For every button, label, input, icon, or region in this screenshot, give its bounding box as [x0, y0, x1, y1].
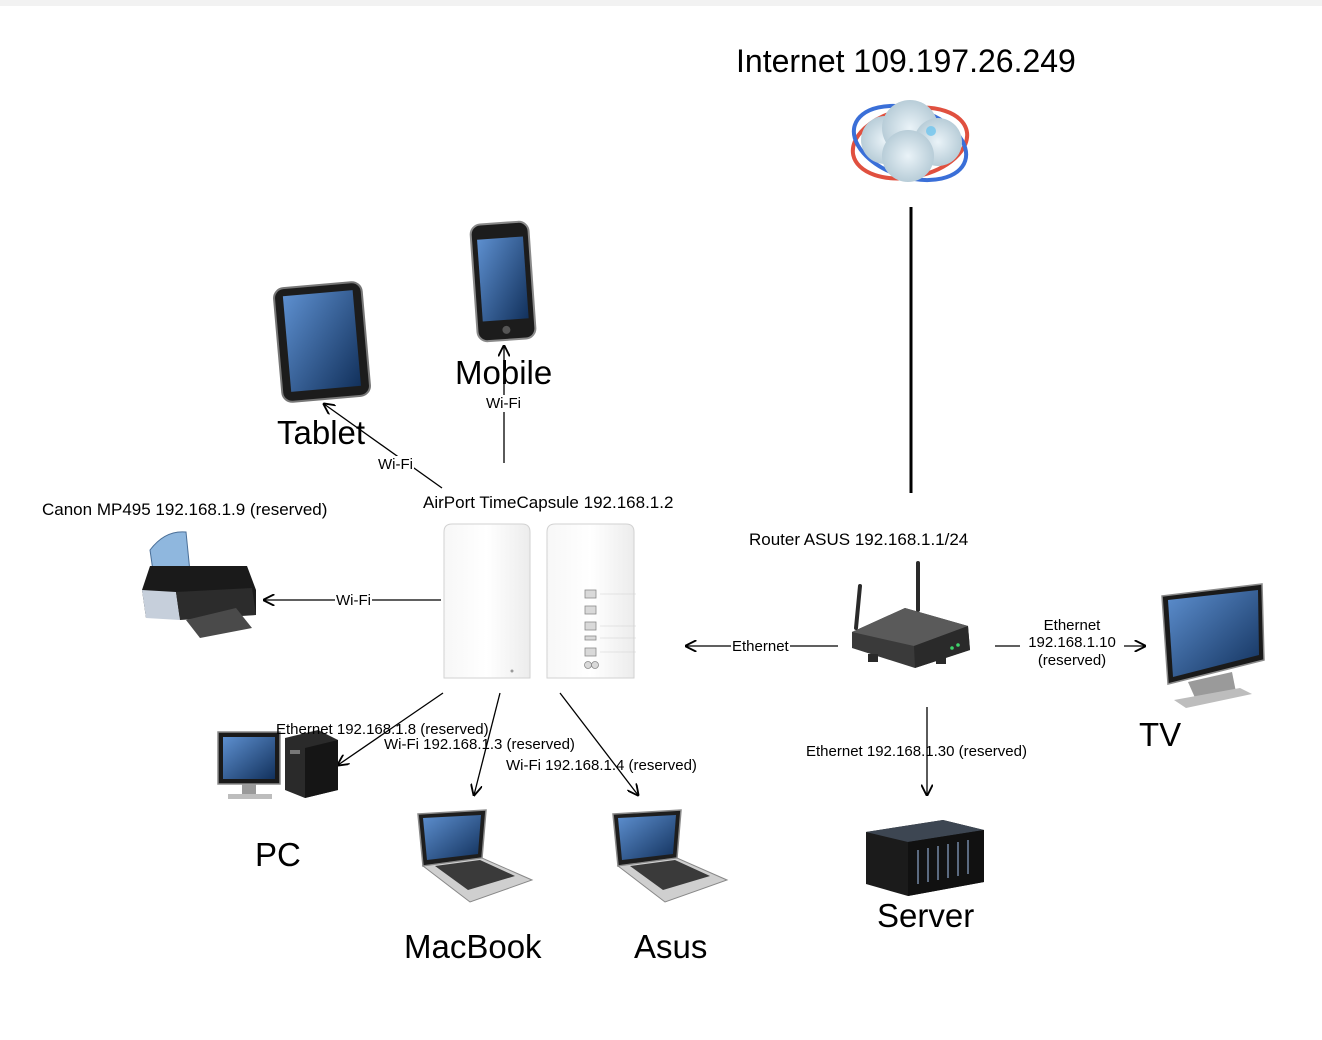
- edge-label-router-airport: Ethernet: [731, 638, 790, 656]
- airport-label: AirPort TimeCapsule 192.168.1.2: [423, 493, 674, 512]
- pc-label: PC: [255, 836, 301, 873]
- edge-label-router-tv-line3: (reserved): [1037, 651, 1107, 669]
- server-icon: [866, 820, 984, 896]
- router-label: Router ASUS 192.168.1.1/24: [749, 530, 969, 549]
- tablet-icon: [273, 281, 371, 403]
- edge-label-router-tv-line1: Ethernet: [1043, 617, 1101, 634]
- edge-airport-asus: [559, 692, 638, 795]
- edge-label-airport-macbook: Wi-Fi 192.168.1.3 (reserved): [384, 736, 575, 753]
- laptop-icon: [612, 809, 729, 903]
- macbook-label: MacBook: [404, 928, 542, 965]
- edge-label-airport-tablet: Wi-Fi: [377, 456, 414, 474]
- edge-label-airport-pc: Ethernet 192.168.1.8 (reserved): [276, 721, 489, 738]
- top-edge: [0, 0, 1322, 6]
- tablet-label: Tablet: [277, 414, 366, 451]
- internet-label: Internet 109.197.26.249: [736, 43, 1076, 79]
- tv-label: TV: [1139, 716, 1182, 753]
- connection-lines: [264, 207, 1145, 795]
- smartphone-icon: [469, 220, 537, 343]
- mobile-label: Mobile: [455, 354, 553, 391]
- monitor-icon: [1161, 583, 1265, 708]
- airport-timecapsule-icon: [443, 523, 636, 679]
- printer-label: Canon MP495 192.168.1.9 (reserved): [42, 500, 328, 519]
- edge-label-router-tv-line2: 192.168.1.10: [1028, 634, 1116, 652]
- edge-airport-tablet: [324, 404, 443, 489]
- laptop-icon: [417, 809, 534, 903]
- desktop-pc-icon: [217, 730, 338, 799]
- edge-label-router-server: Ethernet 192.168.1.30 (reserved): [806, 743, 1027, 760]
- edge-airport-macbook: [474, 692, 501, 795]
- printer-icon: [142, 531, 256, 638]
- asus-label: Asus: [634, 928, 708, 965]
- internet-cloud-icon: [850, 100, 970, 182]
- edge-label-airport-printer: Wi-Fi: [335, 592, 372, 610]
- edge-label-airport-mobile: Wi-Fi: [485, 395, 522, 413]
- router-icon: [852, 561, 970, 668]
- edge-label-router-tv: Ethernet 192.168.1.10 (reserved): [1020, 617, 1124, 669]
- edge-airport-pc: [338, 692, 444, 765]
- edge-label-airport-asus: Wi-Fi 192.168.1.4 (reserved): [506, 757, 697, 774]
- server-label: Server: [877, 897, 975, 934]
